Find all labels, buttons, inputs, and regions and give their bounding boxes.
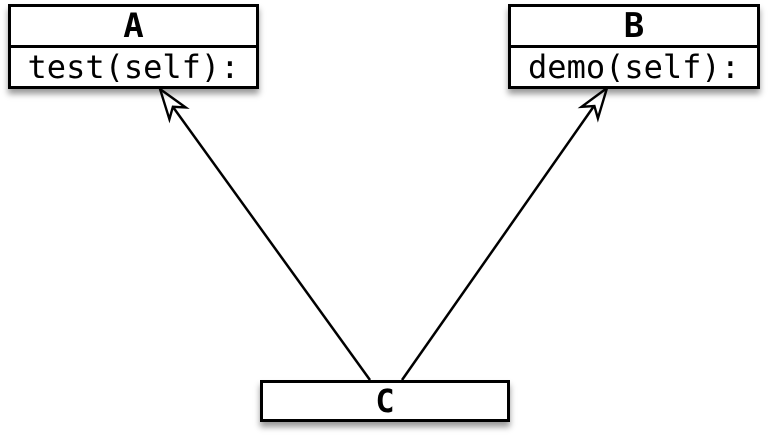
inheritance-arrowhead-a-icon bbox=[157, 85, 190, 124]
edge-c-to-b bbox=[400, 84, 610, 381]
inheritance-arrowhead-b-icon bbox=[577, 84, 610, 123]
edge-c-to-a bbox=[157, 85, 372, 381]
edge-line-c-to-b bbox=[400, 105, 596, 381]
edge-line-c-to-a bbox=[171, 106, 372, 381]
class-method-B: demo(self): bbox=[528, 48, 740, 86]
class-name-C: C bbox=[375, 382, 395, 420]
class-name-B: B bbox=[511, 7, 757, 48]
class-node-C: C bbox=[260, 380, 510, 422]
class-method-A: test(self): bbox=[27, 48, 240, 86]
class-node-B: B demo(self): bbox=[508, 4, 760, 89]
class-node-A: A test(self): bbox=[8, 4, 259, 89]
class-name-A: A bbox=[11, 7, 256, 48]
